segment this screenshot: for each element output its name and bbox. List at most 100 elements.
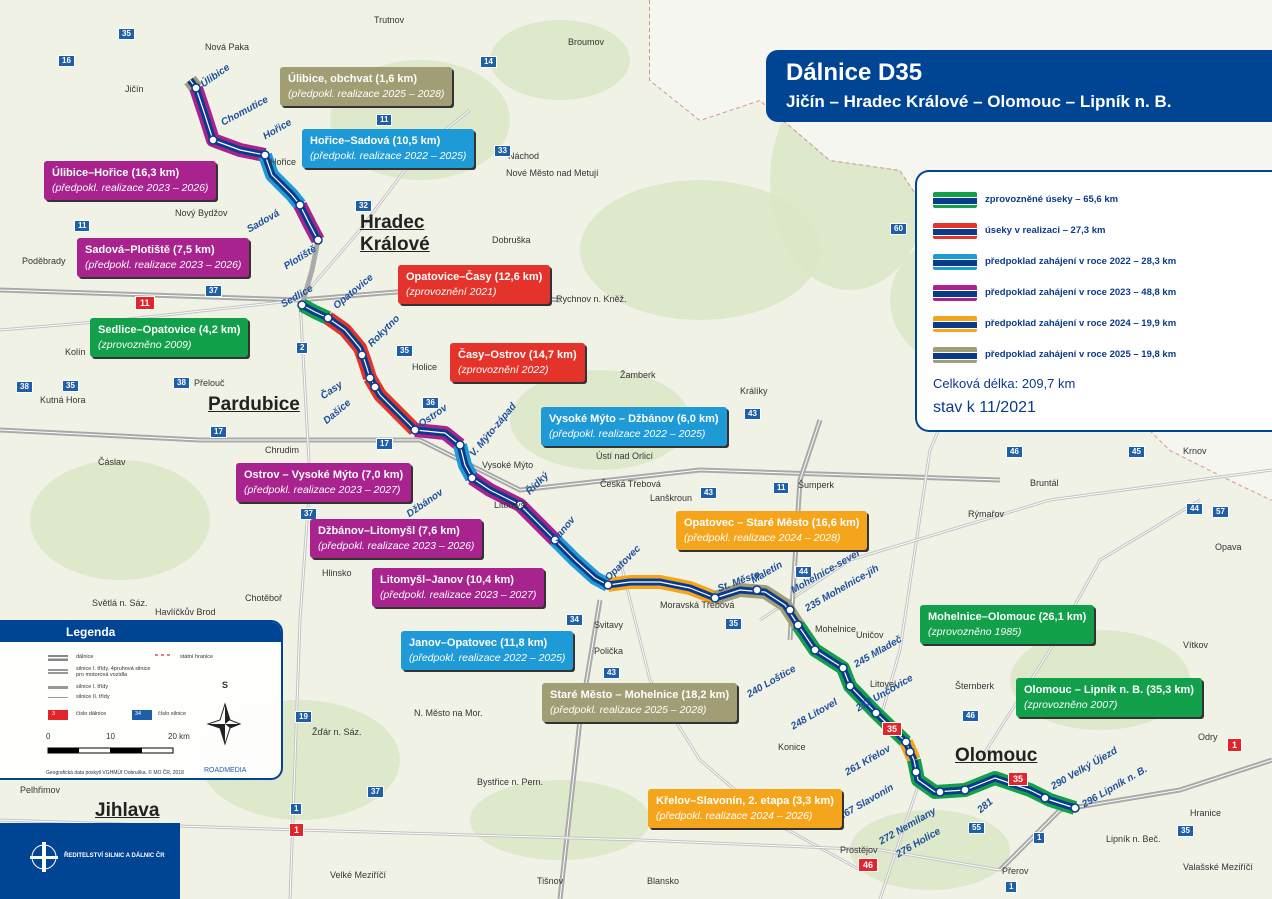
section-callout[interactable]: Opatovec – Staré Město (16,6 km)(předpok…: [676, 511, 868, 550]
agency-name: ŘEDITELSTVÍ SILNIC A DÁLNIC ČR: [64, 853, 165, 859]
city-hradec-kralove: Hradec Králové: [360, 212, 430, 255]
legend-swatch: [933, 315, 977, 332]
road-number-badge: 35: [118, 28, 135, 40]
motorway-number-badge: 1: [1227, 738, 1243, 752]
road-number-badge: 11: [773, 482, 790, 494]
interchange-node: [845, 681, 855, 691]
section-title: Úlibice–Hořice (16,3 km): [52, 167, 180, 179]
interchange-node: [838, 663, 848, 673]
interchange-node: [455, 440, 465, 450]
road-number-badge: 17: [210, 426, 227, 438]
total-length: Celková délka: 209,7 km: [933, 376, 1076, 391]
motorway-number-badge: 35: [882, 722, 903, 736]
road-number-badge: 57: [1212, 506, 1229, 518]
section-callout[interactable]: Janov–Opatovec (11,8 km)(předpokl. reali…: [401, 631, 574, 670]
city-label: Rychnov n. Kněž.: [556, 294, 627, 304]
city-label: Litomyšl: [494, 500, 528, 510]
road-number-badge: 36: [422, 397, 439, 409]
city-label: N. Město na Mor.: [414, 708, 483, 718]
section-callout[interactable]: Sadová–Plotiště (7,5 km)(předpokl. reali…: [77, 238, 250, 277]
section-title: Janov–Opatovec (11,8 km): [409, 637, 548, 649]
section-title: Vysoké Mýto – Džbánov (6,0 km): [549, 413, 719, 425]
scale-10: 10: [106, 732, 115, 741]
d35-route: [184, 75, 1080, 815]
section-note: (předpokl. realizace 2023 – 2027): [244, 484, 401, 496]
section-callout[interactable]: Křelov–Slavonín, 2. etapa (3,3 km)(předp…: [648, 789, 842, 828]
city-label: Velké Meziříčí: [330, 870, 387, 880]
section-callout[interactable]: Olomouc – Lipník n. B. (35,3 km)(zprovoz…: [1016, 678, 1202, 717]
legend-row-orange: předpoklad zahájení v roce 2024 – 19,9 k…: [933, 308, 1256, 339]
section-callout[interactable]: Staré Město – Mohelnice (18,2 km)(předpo…: [542, 683, 738, 722]
section-callout[interactable]: Džbánov–Litomyšl (7,6 km)(předpokl. real…: [310, 519, 483, 558]
city-label: Nová Paka: [205, 42, 250, 52]
legend-row-blue: předpoklad zahájení v roce 2022 – 28,3 k…: [933, 246, 1256, 277]
city-label: Náchod: [508, 151, 540, 161]
section-note: (předpokl. realizace 2025 – 2028): [288, 88, 445, 100]
legend-label: předpoklad zahájení v roce 2024 – 19,9 k…: [985, 318, 1177, 329]
section-title: Opatovice–Časy (12,6 km): [406, 271, 543, 283]
section-note: (zprovoznění 2022): [458, 364, 549, 376]
interchange-node: [901, 737, 911, 747]
legend-class2: silnice II. třídy: [76, 694, 110, 700]
road-number-badge: 11: [376, 114, 393, 126]
section-title: Hořice–Sadová (10,5 km): [310, 135, 441, 147]
interchange-node: [550, 535, 560, 545]
city-label: Hranice: [1190, 808, 1222, 818]
city-label: Přelouč: [194, 378, 225, 388]
status-date: stav k 11/2021: [933, 399, 1036, 416]
section-note: (předpokl. realizace 2025 – 2028): [550, 704, 707, 716]
section-callout[interactable]: Sedlice–Opatovice (4,2 km)(zprovozněno 2…: [90, 318, 249, 357]
section-callout[interactable]: Hořice–Sadová (10,5 km) (předpokl. realiz…: [302, 129, 475, 168]
section-note: (předpokl. realizace 2023 – 2026): [85, 259, 242, 271]
legend-title: Legenda: [66, 625, 116, 639]
section-note: (předpokl. realizace 2022 – 2025): [310, 150, 467, 162]
city-label: Opava: [1215, 542, 1242, 552]
legend-row-green: zprovozněné úseky – 65,6 km: [933, 184, 1256, 215]
city-label: Šumperk: [798, 480, 835, 490]
interchange-node: [905, 747, 915, 757]
legend-label: předpoklad zahájení v roce 2022 – 28,3 k…: [985, 256, 1177, 267]
interchange-node: [793, 620, 803, 630]
road-number-badge: 19: [295, 711, 312, 723]
section-title: Mohelnice–Olomouc (26,1 km): [928, 611, 1087, 623]
road-number-badge: 17: [376, 438, 393, 450]
section-callout[interactable]: Litomyšl–Janov (10,4 km) (předpokl. reali…: [372, 568, 545, 607]
section-callout[interactable]: Úlibice, obchvat (1,6 km) (předpokl. real…: [280, 67, 453, 106]
section-note: (předpokl. realizace 2023 – 2026): [52, 182, 209, 194]
section-title: Úlibice, obchvat (1,6 km): [288, 73, 417, 85]
publisher-logo: ROADMEDIA: [204, 767, 247, 774]
section-callout[interactable]: Ostrov – Vysoké Mýto (7,0 km)(předpokl. …: [236, 463, 412, 502]
city-label: Žďár n. Sáz.: [312, 727, 362, 737]
city-label: Šternberk: [955, 681, 995, 691]
road-number-badge: 2: [296, 342, 309, 354]
city-label: Bruntál: [1030, 478, 1059, 488]
section-title: Litomyšl–Janov (10,4 km): [380, 574, 514, 586]
legend-swatch: [933, 191, 977, 208]
city-label: Česká Třebová: [600, 479, 661, 489]
interchange-node: [208, 135, 218, 145]
interchange-node: [323, 313, 333, 323]
city-label: Konice: [778, 742, 806, 752]
section-note: (zprovoznění 2021): [406, 286, 497, 298]
motorway-number-badge: 1: [289, 823, 305, 837]
section-callout[interactable]: Opatovice–Časy (12,6 km) (zprovoznění 202…: [398, 265, 551, 304]
road-number-badge: 43: [744, 408, 761, 420]
section-note: (předpokl. realizace 2023 – 2027): [380, 589, 537, 601]
road-number-badge: 38: [173, 377, 190, 389]
section-callout[interactable]: Časy–Ostrov (14,7 km)(zprovoznění 2022): [450, 343, 585, 382]
interchange-node: [357, 350, 367, 360]
section-callout[interactable]: Mohelnice–Olomouc (26,1 km) (zprovozněno …: [920, 605, 1095, 644]
legend-road-sample: 34: [135, 711, 142, 717]
road-number-badge: 1: [290, 803, 303, 815]
section-callout[interactable]: Úlibice–Hořice (16,3 km) (předpokl. reali…: [44, 161, 217, 200]
road-number-badge: 37: [300, 508, 317, 520]
section-callout[interactable]: Vysoké Mýto – Džbánov (6,0 km)(předpokl.…: [541, 407, 727, 446]
interchange-node: [365, 373, 375, 383]
motorway-number-badge: 35: [1008, 772, 1029, 786]
interchange-node: [871, 708, 881, 718]
city-label: Broumov: [568, 37, 605, 47]
section-title: Křelov–Slavonín, 2. etapa (3,3 km): [656, 795, 834, 807]
section-note: (zprovozněno 1985): [928, 626, 1022, 638]
city-label: Odry: [1198, 732, 1218, 742]
city-label: Lanškroun: [650, 493, 693, 503]
